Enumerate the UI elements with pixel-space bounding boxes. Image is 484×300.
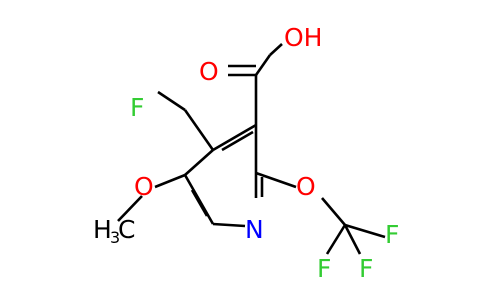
cf3-f-left-label: F <box>317 254 331 283</box>
bond-cf3-fleft <box>325 224 347 255</box>
bonds <box>117 43 386 255</box>
bond-c5-c4 <box>184 149 214 176</box>
methoxy-oxygen-label: O <box>134 172 154 201</box>
hydroxyl-label: OH <box>284 23 322 52</box>
bond-o-cf3 <box>321 197 346 226</box>
bond-ch2-f <box>157 90 186 112</box>
methyl-c-label: C <box>118 215 135 244</box>
fluorine-ch2f-label: F <box>130 93 144 122</box>
carbonyl-oxygen-label: O <box>199 57 219 86</box>
bond-c-oh <box>269 43 283 56</box>
atom-labels: OH O F O H 3 C N O F F F <box>93 23 399 283</box>
bond-cf3-ftop <box>344 223 386 239</box>
bond-n-c6 <box>212 222 246 228</box>
bond-c6-c5-inner <box>190 189 209 217</box>
bond-ch2-cooh <box>254 54 272 76</box>
cf3-f-top-label: F <box>385 220 399 249</box>
ether-oxygen-label: O <box>296 172 316 201</box>
bond-c2-o <box>255 171 297 189</box>
ring-nitrogen-label: N <box>245 215 264 244</box>
methyl-h-label: H <box>93 215 112 244</box>
bond-c6-c5 <box>183 174 215 225</box>
bond-cf3-fright <box>343 224 362 255</box>
bond-c4-c3 <box>212 123 257 152</box>
methyl-subscript: 3 <box>110 228 120 247</box>
cf3-f-right-label: F <box>359 254 373 283</box>
bond-c4-c3-inner <box>221 130 254 152</box>
bond-c4-ch2 <box>183 109 215 151</box>
bond-c5-o <box>154 173 186 189</box>
bond-o-ch3 <box>117 195 143 222</box>
